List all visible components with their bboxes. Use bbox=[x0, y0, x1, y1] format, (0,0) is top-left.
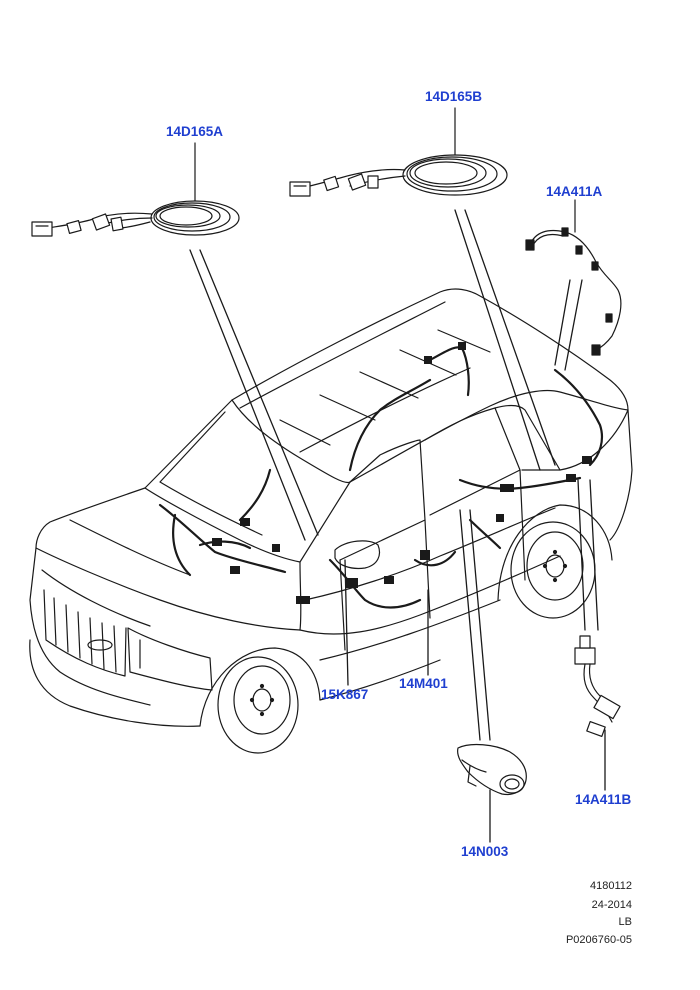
vehicle-body bbox=[29, 288, 633, 754]
harness-14d165a-part bbox=[31, 142, 240, 237]
harness-connectors bbox=[212, 342, 592, 604]
reference-number: 4180112 bbox=[589, 880, 632, 892]
callout-14m401[interactable]: 14M401 bbox=[399, 676, 448, 691]
reference-drawing-id: P0206760-05 bbox=[565, 934, 632, 946]
harness-14d165b-part bbox=[289, 107, 508, 197]
callout-14d165b[interactable]: 14D165B bbox=[425, 89, 483, 104]
callout-14a411b[interactable]: 14A411B bbox=[575, 792, 632, 807]
harness-14a411a-part bbox=[525, 199, 622, 356]
reference-code: LB bbox=[618, 916, 632, 928]
callout-15k867[interactable]: 15K867 bbox=[321, 687, 369, 702]
leader-lines bbox=[189, 209, 606, 843]
reference-date: 24-2014 bbox=[591, 899, 632, 911]
callout-14d165a[interactable]: 14D165A bbox=[166, 124, 224, 139]
part-14n003 bbox=[457, 743, 527, 796]
callout-14n003[interactable]: 14N003 bbox=[461, 844, 509, 859]
callout-14a411a[interactable]: 14A411A bbox=[546, 184, 603, 199]
interior-harness bbox=[158, 346, 604, 609]
sensor-14a411b-part bbox=[574, 635, 621, 738]
